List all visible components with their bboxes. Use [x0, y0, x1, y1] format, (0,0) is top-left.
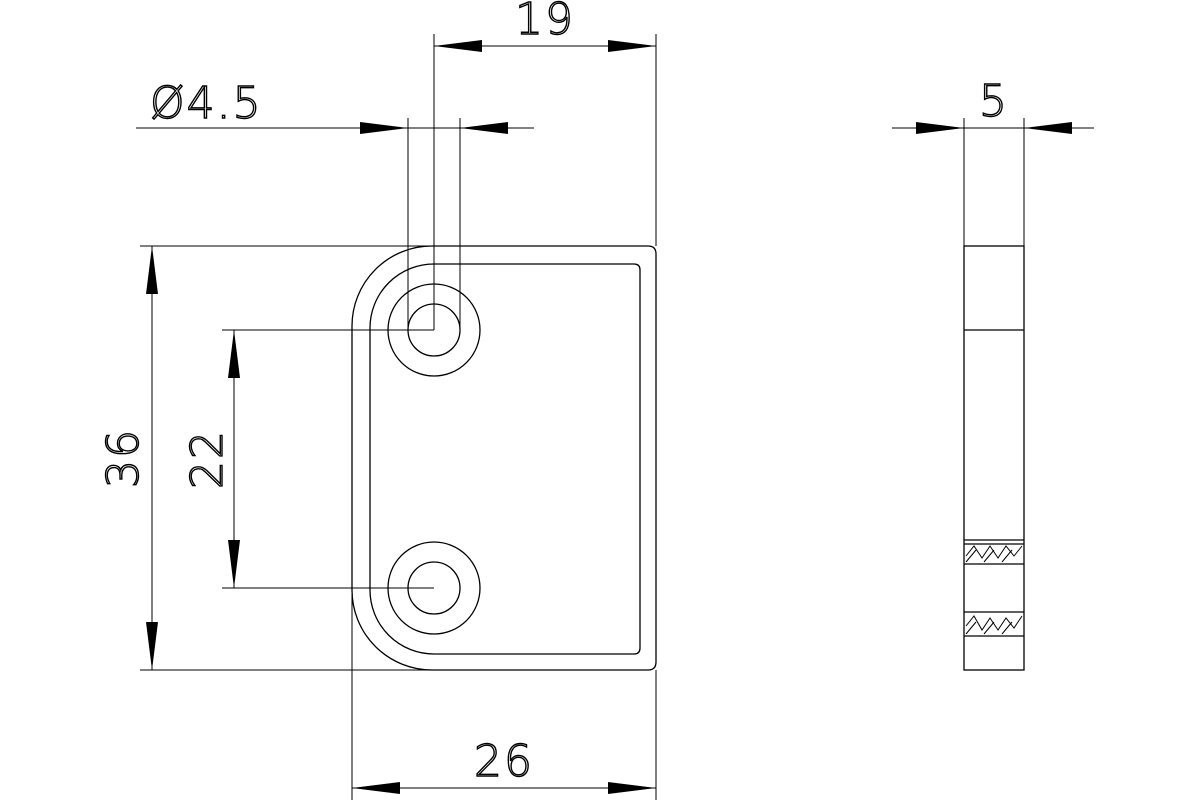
dim-label-thickness: 5	[979, 76, 1009, 127]
dim-label-hole-spacing: 22	[182, 429, 233, 489]
dimension-hole-diameter: Ø4.5	[136, 77, 534, 330]
front-view	[351, 245, 657, 671]
plate-outer-outline	[351, 245, 657, 671]
side-view	[963, 245, 1025, 671]
side-view-outline	[963, 245, 1025, 671]
plate-inner-outline	[369, 263, 641, 655]
dimension-width-top: 19	[433, 0, 657, 330]
dim-label-width-top: 19	[515, 0, 575, 45]
dimension-width-total: 26	[351, 590, 657, 800]
dimension-thickness: 5	[892, 75, 1094, 246]
section-hatching-bottom	[965, 615, 1023, 635]
dim-label-hole-diameter: Ø4.5	[150, 78, 263, 129]
section-hatching-top	[965, 545, 1023, 563]
dimension-hole-spacing: 22	[181, 329, 434, 589]
dim-label-height-total: 36	[98, 428, 149, 488]
dimension-height-total: 36	[97, 245, 432, 671]
dim-label-width-total: 26	[474, 736, 534, 787]
